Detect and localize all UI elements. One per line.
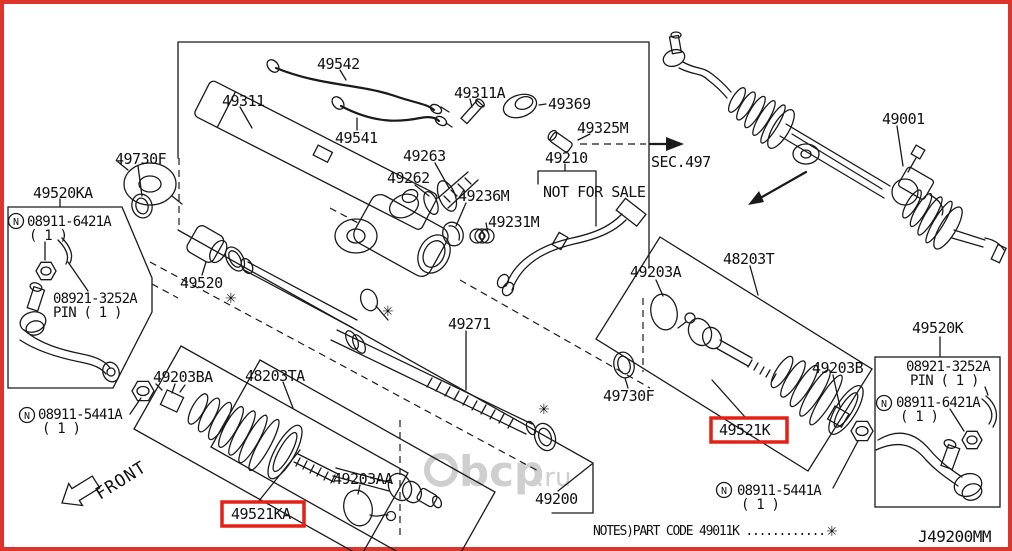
gear-housing-drawing [334,171,479,278]
star-marker-icon: ✳ [538,402,550,418]
nut-marker-icon: N [13,217,19,228]
part-label-49236M: 49236M [458,187,510,205]
hw-num: 08921-3252A [53,291,138,307]
complete-gear-assembly-drawing [662,31,1008,264]
pressure-pipe-drawing [496,197,647,297]
rack-bushing-drawing [186,225,246,272]
hw-label-nut-6421A-right: N 08911-6421A ( 1 ) [875,394,982,425]
housing-small-parts [423,93,573,247]
construction-lines [7,41,1001,551]
part-label-49541: 49541 [335,129,378,147]
hw-qty: ( 1 ) [900,409,938,425]
section-ref-label: SEC.497 [651,153,711,171]
hw-qty: PIN ( 1 ) [910,373,979,389]
part-label-49203AA: 49203AA [333,470,393,488]
watermark-suffix: .ru [536,463,571,493]
part-label-49210: 49210 [545,149,588,167]
part-label-49203A: 49203A [630,263,682,281]
cylinder-tube-drawing [117,80,438,230]
nut-marker-icon: N [24,411,30,422]
leader-lines [44,69,989,503]
part-label-49262: 49262 [387,169,430,187]
notes-star-icon: ✳ [826,524,838,540]
hw-num: 08911-5441A [38,407,123,423]
watermark-text: bcp [459,447,544,496]
front-arrow [61,475,101,507]
front-label: FRONT [92,458,150,505]
hw-qty: ( 1 ) [741,497,779,513]
pipe-drawings [266,59,453,128]
part-label-48203T: 48203T [723,250,775,268]
hw-qty: PIN ( 1 ) [53,305,122,321]
part-label-49730F-right: 49730F [603,387,655,405]
hw-qty: ( 1 ) [29,228,67,244]
hw-label-nut-5441A-right: N 08911-5441A ( 1 ) [715,481,823,513]
part-label-49520: 49520 [180,274,223,292]
highlight-box-49521KA[interactable] [220,500,306,528]
nut-marker-icon: N [721,486,727,497]
part-label-49311A: 49311A [454,84,506,102]
hw-num: 08911-6421A [27,214,112,230]
hw-label-pin-3252A-right: 08921-3252A PIN ( 1 ) [906,359,992,389]
part-label-49001: 49001 [882,110,925,128]
inner-socket-kit-left-drawing [131,380,443,527]
part-label-49325M: 49325M [577,119,629,137]
part-label-49521KA-highlighted[interactable]: 49521KA [231,505,292,523]
part-label-49369: 49369 [548,95,591,113]
part-label-49542: 49542 [317,55,360,73]
nut-marker-icon: N [881,399,887,410]
outer-tie-rod-left-drawing [19,193,153,383]
part-label-49203BA: 49203BA [153,368,213,386]
hw-num: 08911-6421A [896,395,981,411]
part-label-49521K-highlighted[interactable]: 49521K [719,421,771,439]
star-marker-icon: ✳ [382,304,394,320]
part-label-49263: 49263 [403,147,446,165]
part-label-48203TA: 48203TA [245,367,305,385]
notes-line: NOTES)PART CODE 49011K ............ [593,524,825,539]
hw-num: 08911-5441A [737,483,822,499]
hw-label-nut-6421A-left: N 08911-6421A ( 1 ) [7,212,113,244]
part-label-49520KA: 49520KA [33,184,93,202]
part-label-49231M: 49231M [488,213,540,231]
section-497-arrow [580,137,684,151]
watermark-logo: bcp .ru [424,447,571,496]
hw-label-pin-3252A-left: 08921-3252A PIN ( 1 ) [53,291,139,321]
inner-socket-kit-right-drawing [613,293,874,442]
hw-num: 08921-3252A [906,359,991,375]
part-label-49203B: 49203B [812,359,864,377]
part-label-49730F-left: 49730F [115,150,167,168]
part-label-49200: 49200 [535,490,578,508]
part-label-49271: 49271 [448,315,491,333]
outer-tie-rod-right-drawing [875,395,998,501]
part-label-49311: 49311 [222,92,265,110]
diagram-code: J49200MM [918,527,991,546]
part-label-49520K: 49520K [912,319,964,337]
rack-bar-drawing [240,257,557,452]
hw-label-nut-5441A-left: N 08911-5441A ( 1 ) [18,406,124,437]
highlight-box-49521K[interactable] [709,416,789,444]
hw-qty: ( 1 ) [42,421,80,437]
not-for-sale-label: NOT FOR SALE [543,183,646,201]
star-marker-icon: ✳ [225,291,237,307]
